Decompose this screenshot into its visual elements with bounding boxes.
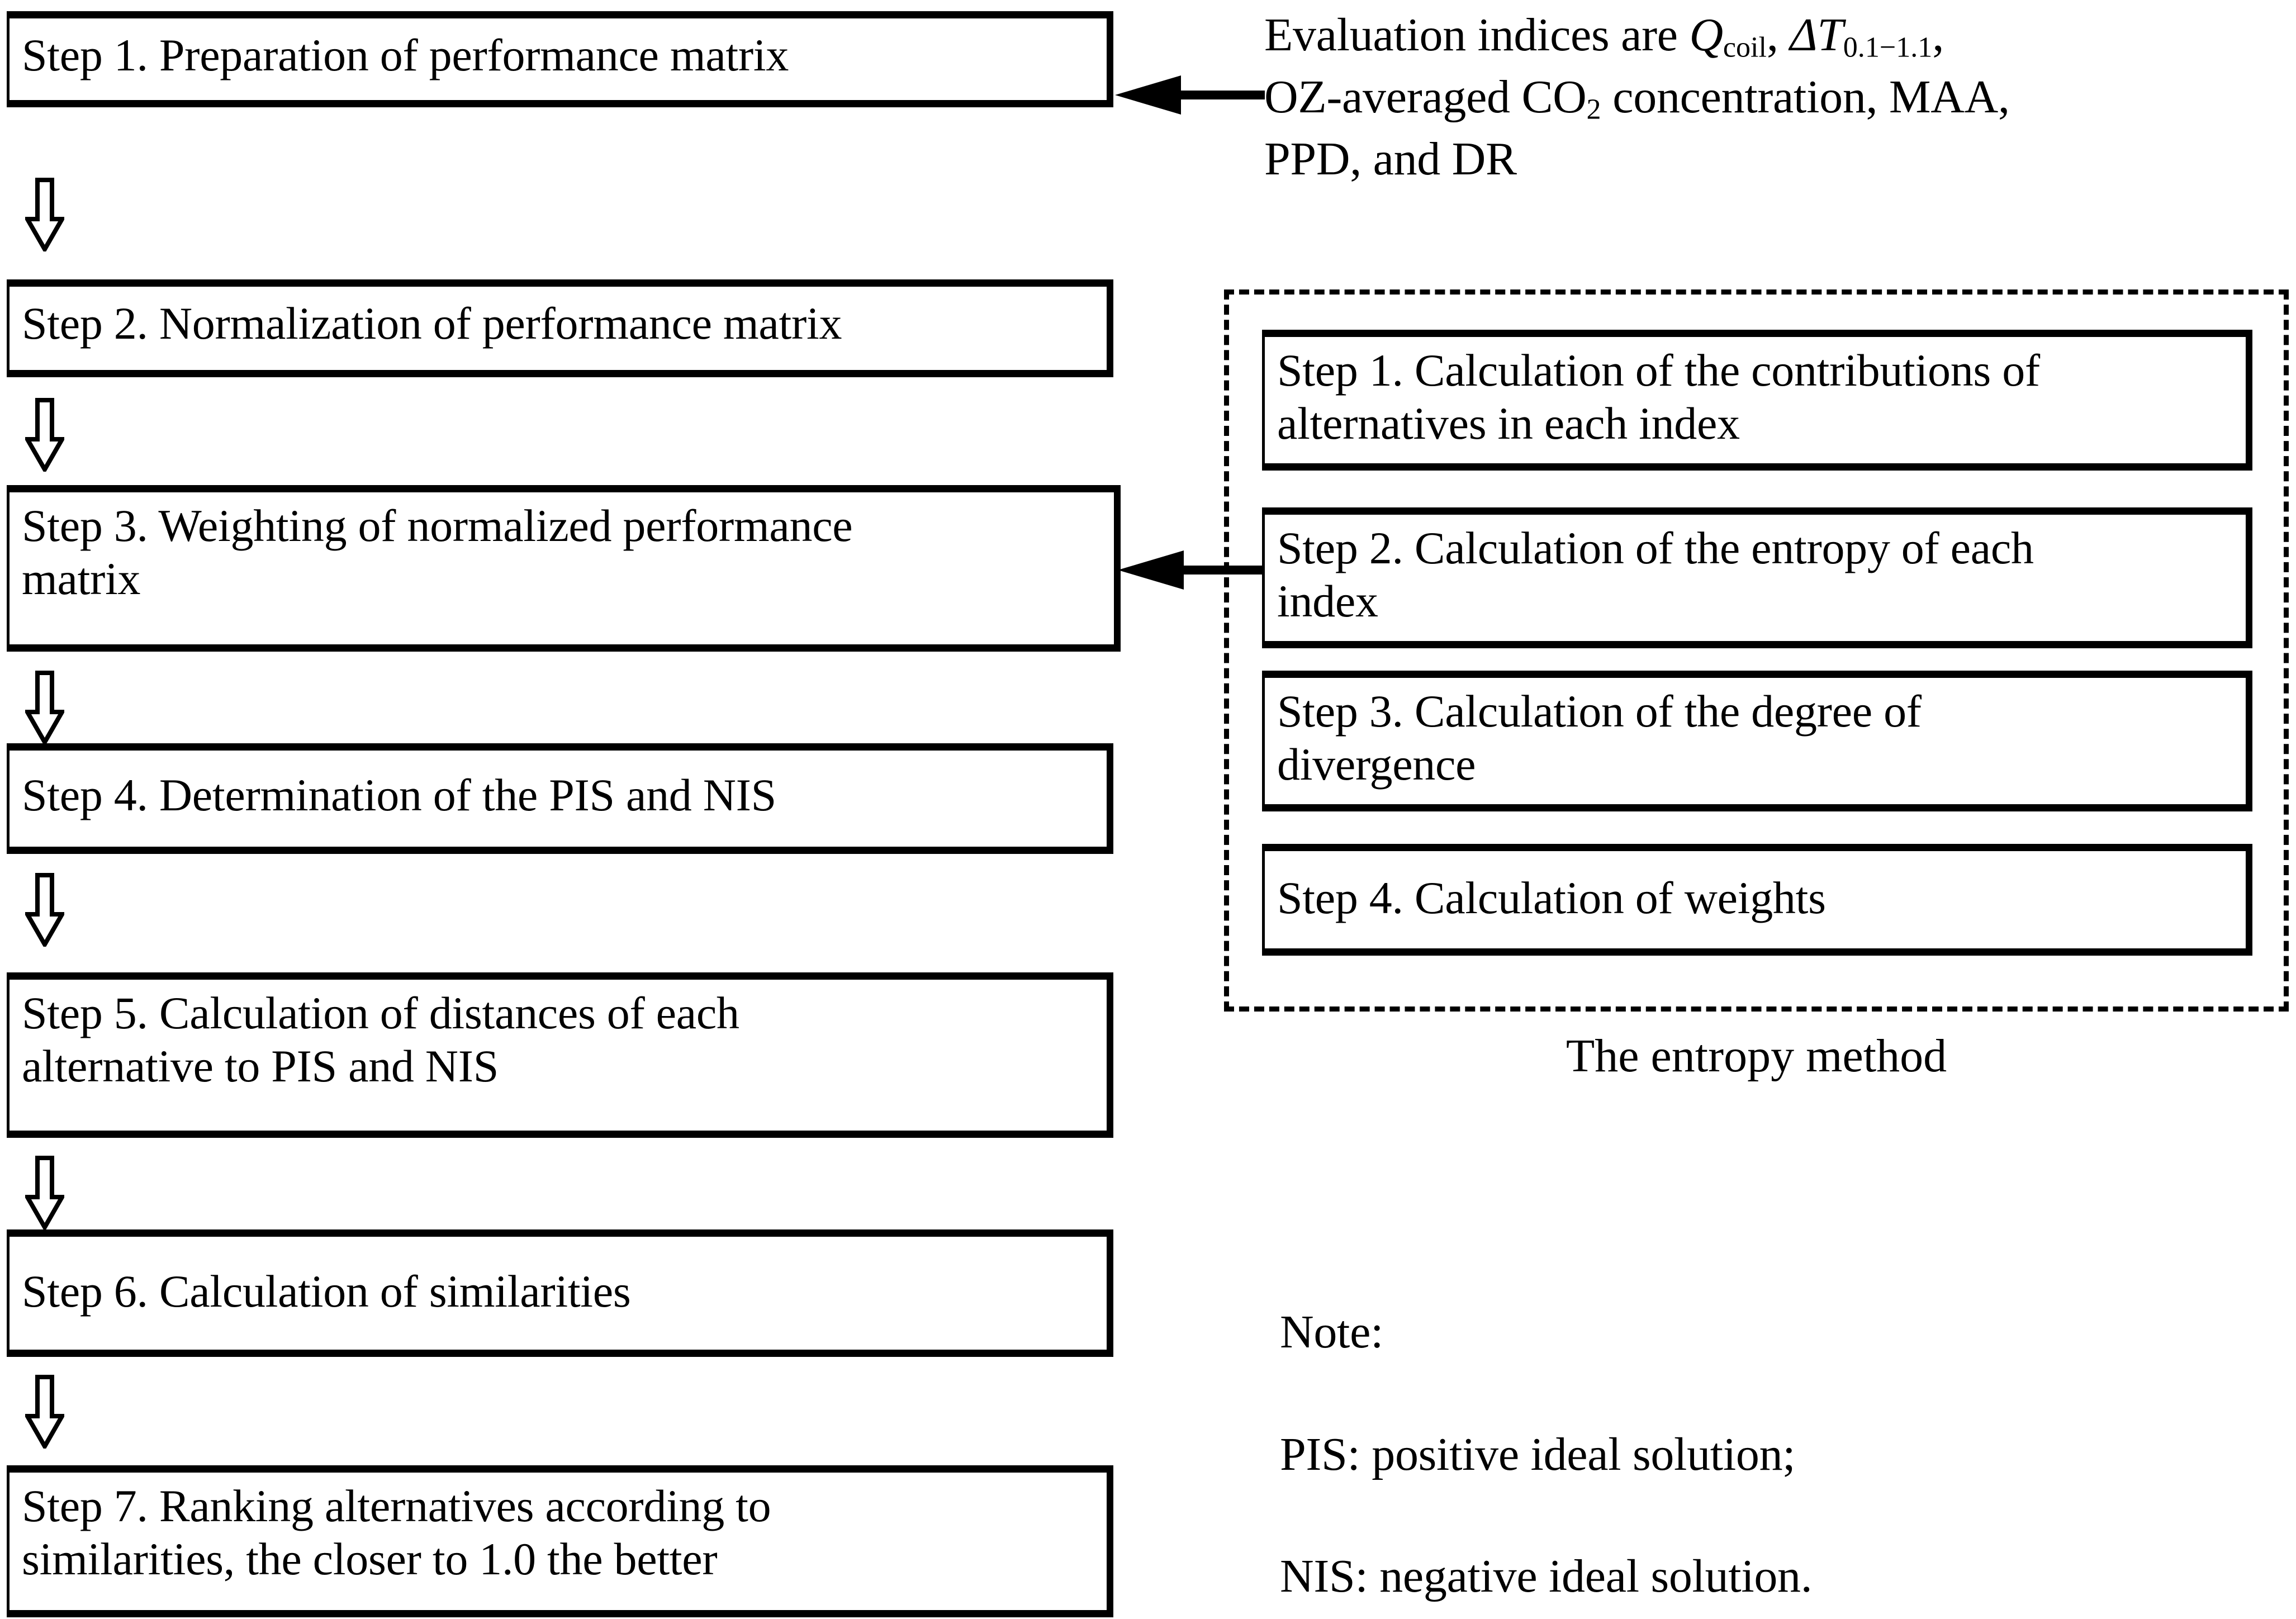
note-heading: Note: xyxy=(1280,1306,1384,1359)
delta-t-symbol: ΔT xyxy=(1790,9,1843,61)
flow-step-7-label: Step 7. Ranking alternatives according t… xyxy=(22,1480,771,1585)
note-line-pis: PIS: positive ideal solution; xyxy=(1280,1428,1796,1480)
flow-step-5-label: Step 5. Calculation of distances of each… xyxy=(22,987,739,1092)
down-arrow-5-to-6 xyxy=(25,1156,64,1229)
flow-step-6-label: Step 6. Calculation of similarities xyxy=(22,1266,631,1317)
flow-step-6-box: Step 6. Calculation of similarities xyxy=(7,1229,1109,1357)
flow-step-2-label: Step 2. Normalization of performance mat… xyxy=(22,298,842,349)
evaluation-indices-sep-1: , xyxy=(1766,9,1790,61)
evaluation-indices-line3: PPD, and DR xyxy=(1264,133,1517,186)
entropy-step-1-label: Step 1. Calculation of the contributions… xyxy=(1277,345,2040,449)
entropy-step-3-label: Step 3. Calculation of the degree of div… xyxy=(1277,686,1922,790)
q-coil-symbol: Q xyxy=(1689,9,1723,61)
entropy-step-4-box: Step 4. Calculation of weights xyxy=(1262,844,2248,956)
entropy-step-2-label: Step 2. Calculation of the entropy of ea… xyxy=(1277,523,2034,627)
evaluation-indices-line2-b: concentration, MAA, xyxy=(1601,71,2010,124)
flow-step-1-box: Step 1. Preparation of performance matri… xyxy=(7,11,1109,107)
q-coil-subscript: coil xyxy=(1723,31,1767,64)
evaluation-indices-annotation: Evaluation indices are Qcoil, ΔT0.1−1.1,… xyxy=(1264,4,2287,189)
flow-step-3-label: Step 3. Weighting of normalized performa… xyxy=(22,500,853,605)
entropy-method-panel xyxy=(1224,289,2289,1012)
down-arrow-6-to-7 xyxy=(25,1375,64,1449)
note-block: Note: PIS: positive ideal solution; NIS:… xyxy=(1280,1241,2118,1619)
flow-step-3-box: Step 3. Weighting of normalized performa… xyxy=(7,485,1117,652)
co2-subscript: 2 xyxy=(1586,93,1601,126)
note-line-nis: NIS: negative ideal solution. xyxy=(1280,1550,1813,1602)
flow-step-5-box: Step 5. Calculation of distances of each… xyxy=(7,972,1109,1138)
connector-arrow-to-step-3 xyxy=(1118,548,1285,592)
entropy-step-4-label: Step 4. Calculation of weights xyxy=(1277,872,1826,923)
flow-step-4-label: Step 4. Determination of the PIS and NIS xyxy=(22,770,776,820)
down-arrow-3-to-4 xyxy=(25,671,64,744)
evaluation-indices-sep-2: , xyxy=(1932,9,1944,61)
entropy-method-caption: The entropy method xyxy=(1566,1030,1947,1082)
delta-t-subscript: 0.1−1.1 xyxy=(1843,31,1933,64)
flow-step-2-box: Step 2. Normalization of performance mat… xyxy=(7,279,1109,377)
flow-step-7-box: Step 7. Ranking alternatives according t… xyxy=(7,1465,1109,1617)
flow-step-4-box: Step 4. Determination of the PIS and NIS xyxy=(7,743,1109,854)
down-arrow-4-to-5 xyxy=(25,873,64,947)
entropy-step-2-box: Step 2. Calculation of the entropy of ea… xyxy=(1262,507,2248,648)
flow-step-1-label: Step 1. Preparation of performance matri… xyxy=(22,30,789,80)
evaluation-indices-lead: Evaluation indices are xyxy=(1264,9,1690,61)
entropy-step-1-box: Step 1. Calculation of the contributions… xyxy=(1262,330,2248,471)
down-arrow-2-to-3 xyxy=(25,398,64,472)
down-arrow-1-to-2 xyxy=(25,178,64,251)
evaluation-indices-line2-a: OZ-averaged CO xyxy=(1264,71,1587,124)
entropy-step-3-box: Step 3. Calculation of the degree of div… xyxy=(1262,671,2248,811)
connector-arrow-to-step-1 xyxy=(1115,73,1266,117)
